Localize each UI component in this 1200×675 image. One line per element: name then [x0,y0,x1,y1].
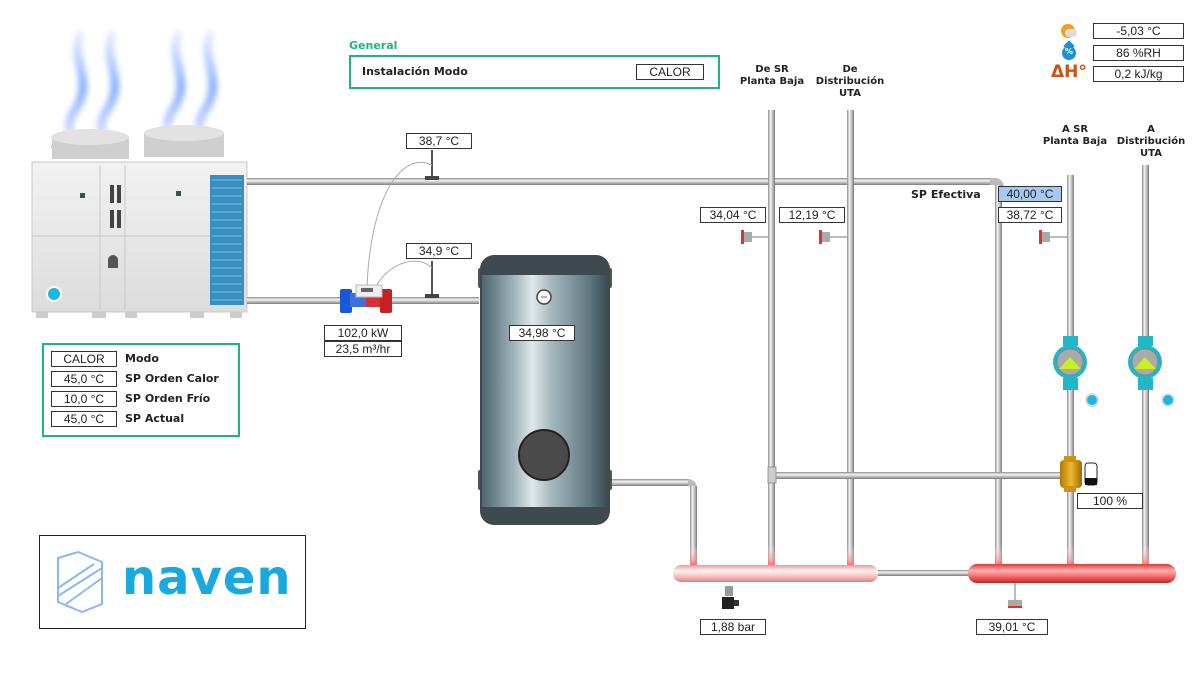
sp-efectiva-label: SP Efectiva [911,188,981,201]
supply-pipe [247,178,995,185]
install-mode-value[interactable]: CALOR [636,64,704,80]
naven-logo-mark-icon [57,550,103,614]
heat-pump-panel: CALOR Modo 45,0 °C SP Orden Calor 10,0 °… [42,343,240,437]
valve-position-value: 100 % [1077,493,1143,509]
pump-icon [1128,336,1175,407]
hp-sp-cold-label: SP Orden Frío [125,392,211,405]
a-sr-temp-value: 38,72 °C [998,207,1062,223]
temp-sensor-icon [819,230,847,244]
supply-riser-pipe [995,185,1002,565]
pressure-value: 1,88 bar [700,619,766,635]
collector-temp-value: 39,01 °C [976,619,1048,635]
tank-temp-value: 34,98 °C [509,325,575,341]
de-dist-pipe [847,110,854,565]
weather-sun-icon [1059,22,1077,40]
naven-logo: naven [39,535,306,629]
hp-sp-actual-label: SP Actual [125,412,185,425]
energy-meter-icon [340,284,392,313]
enthalpy-value: 0,2 kJ/kg [1093,66,1184,82]
a-sr-label: A SR Planta Baja [1042,124,1108,147]
heat-pump-unit [31,125,248,318]
general-section-title: General [349,39,398,52]
enthalpy-icon: ΔH° [1051,62,1087,82]
flow-value: 23,5 m³/hr [324,341,402,357]
outdoor-temp-value: -5,03 °C [1093,23,1184,39]
de-sr-label: De SR Planta Baja [739,64,805,87]
hp-sp-cold-value[interactable]: 10,0 °C [51,391,117,407]
supply-temp-value: 38,7 °C [406,133,472,149]
humidity-value: 86 %RH [1093,45,1184,61]
hp-mode-value[interactable]: CALOR [51,351,117,367]
status-indicator-icon [46,286,62,302]
install-mode-label: Instalación Modo [362,65,468,78]
return-collector [673,565,878,582]
a-dist-label: A Distribución UTA [1116,124,1186,159]
general-panel: Instalación Modo CALOR [349,55,720,89]
de-dist-label: De Distribución UTA [815,64,885,99]
bypass-pipe [772,472,1067,479]
de-dist-temp-value: 12,19 °C [779,207,845,223]
power-value: 102,0 kW [324,325,402,341]
hp-sp-heat-value[interactable]: 45,0 °C [51,371,117,387]
hp-sp-actual-value: 45,0 °C [51,411,117,427]
pump-icon [1053,336,1099,407]
temp-sensor-icon [741,230,768,244]
supply-collector [968,564,1176,583]
three-way-valve-icon [1060,456,1098,492]
sp-efectiva-value[interactable]: 40,00 °C [998,186,1062,202]
return-temp-value: 34,9 °C [406,243,472,259]
naven-logo-text: naven [122,550,292,606]
steam-icon [64,30,218,145]
de-sr-pipe [768,110,775,565]
de-sr-temp-value: 34,04 °C [700,207,766,223]
hp-mode-label: Modo [125,352,159,365]
humidity-icon: % [1062,40,1076,60]
hp-sp-heat-label: SP Orden Calor [125,372,219,385]
temp-sensor-icon [1039,230,1067,244]
pressure-sensor-icon [722,586,739,609]
buffer-tank [478,255,612,525]
